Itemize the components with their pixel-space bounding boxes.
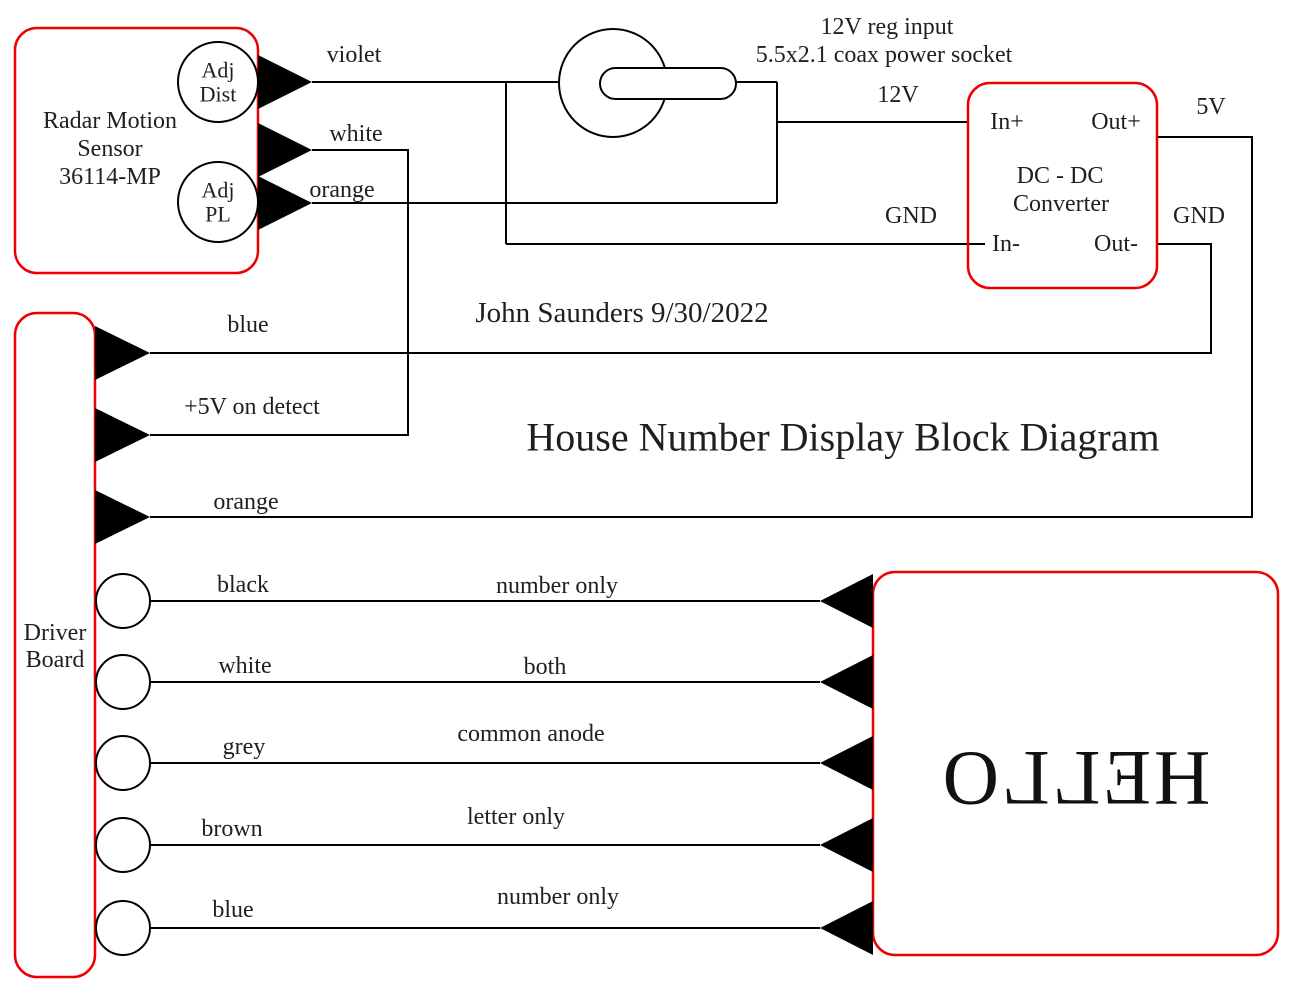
sensor-name-line3: 36114-MP <box>59 164 161 190</box>
driver-terminal-blue <box>95 900 151 956</box>
driver-box <box>13 311 97 979</box>
display-arrow-4-icon <box>820 818 873 872</box>
label-function-number-only-2: number only <box>497 884 619 910</box>
coax-power-socket: 12V reg input 5.5x2.1 coax power socket <box>558 14 1013 138</box>
adj-dist-line2: Dist <box>200 82 237 107</box>
label-white: white <box>329 121 382 147</box>
label-5v-on-detect: +5V on detect <box>184 394 320 420</box>
driver-board-block: Driver Board blue +5V on detect orange b… <box>13 311 619 979</box>
adj-pl-line1: Adj <box>202 178 235 203</box>
label-gnd-in: GND <box>885 203 937 229</box>
dcdc-converter-block: In+ Out+ DC - DC Converter In- Out- 12V … <box>877 81 1226 290</box>
wire-white-to-5v-detect <box>150 149 409 436</box>
label-wire-brown: brown <box>201 816 262 842</box>
sensor-arrow-violet-icon <box>258 55 312 109</box>
sensor-arrow-white-icon <box>258 123 312 177</box>
driver-arrow-orange-icon <box>95 490 150 544</box>
display-block: HELLO <box>820 570 1280 957</box>
dcdc-in-plus: In+ <box>990 109 1024 135</box>
radar-sensor-block: Radar Motion Sensor 36114-MP Adj Dist Ad… <box>13 26 383 275</box>
dcdc-name-line1: DC - DC <box>1017 163 1104 189</box>
label-5v: 5V <box>1196 94 1226 120</box>
label-function-letter-only: letter only <box>467 804 565 830</box>
diagram-title: House Number Display Block Diagram <box>526 415 1159 460</box>
dcdc-out-plus: Out+ <box>1091 109 1141 135</box>
sensor-name-line1: Radar Motion <box>43 108 177 134</box>
display-mirrored-text: HELLO <box>940 734 1211 821</box>
driver-name-line2: Board <box>26 647 85 673</box>
driver-arrow-blue-icon <box>95 326 150 380</box>
driver-terminal-white <box>95 654 151 710</box>
label-12v: 12V <box>877 82 919 108</box>
label-function-both: both <box>524 654 567 680</box>
driver-terminal-grey <box>95 735 151 791</box>
sensor-name-line2: Sensor <box>77 136 142 162</box>
display-arrow-1-icon <box>820 574 873 628</box>
wire-gnd-to-driver-blue <box>150 243 1212 354</box>
driver-arrow-5v-detect-icon <box>95 408 150 462</box>
label-driver-orange: orange <box>213 489 278 515</box>
label-wire-black: black <box>217 572 269 598</box>
wire-5v-to-driver-orange <box>150 136 1253 518</box>
label-orange: orange <box>309 177 374 203</box>
driver-name-line1: Driver <box>24 620 87 646</box>
socket-caption-line1: 12V reg input <box>821 14 954 40</box>
label-function-common-anode: common anode <box>457 721 604 747</box>
dcdc-in-minus: In- <box>992 231 1020 257</box>
label-function-number-only-1: number only <box>496 573 618 599</box>
driver-terminal-black <box>95 573 151 629</box>
adj-pl-line2: PL <box>205 202 231 227</box>
dcdc-out-minus: Out- <box>1094 231 1138 257</box>
label-wire-blue: blue <box>212 897 253 923</box>
label-wire-white: white <box>218 653 271 679</box>
dcdc-name-line2: Converter <box>1013 191 1109 217</box>
sensor-arrow-orange-icon <box>258 176 312 230</box>
display-arrow-2-icon <box>820 655 873 709</box>
display-arrow-3-icon <box>820 736 873 790</box>
dcdc-box <box>966 81 1159 290</box>
label-wire-grey: grey <box>223 734 266 760</box>
label-violet: violet <box>327 42 382 68</box>
wires <box>150 81 1253 929</box>
author-date: John Saunders 9/30/2022 <box>475 297 768 329</box>
display-arrow-5-icon <box>820 901 873 955</box>
adj-dist-line1: Adj <box>202 58 235 83</box>
driver-terminal-brown <box>95 817 151 873</box>
socket-caption-line2: 5.5x2.1 coax power socket <box>756 42 1013 68</box>
coax-socket-pin-icon <box>599 67 737 100</box>
label-driver-blue: blue <box>227 312 268 338</box>
label-gnd-out: GND <box>1173 203 1225 229</box>
